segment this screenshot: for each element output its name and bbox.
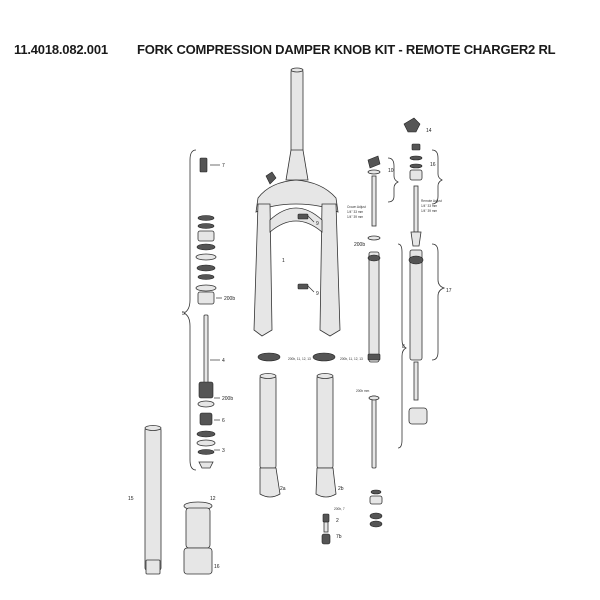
- left-damper-stack: [183, 149, 222, 471]
- part-number: 11.4018.082.001: [14, 42, 108, 57]
- callout-200b-mid: 200b: [354, 242, 365, 248]
- callout-200b-left: 200b: [224, 296, 235, 302]
- callout-labels: 7 5 200b 4 200b 6 3 9 9 1 200b, 11, 12, …: [128, 128, 452, 570]
- note-crown-adjust-line2: 1/4" 39 mm: [347, 215, 364, 219]
- callout-8: 8: [402, 344, 405, 350]
- note-remote-adjust-head: Remote Adjust: [421, 199, 442, 203]
- callout-200b-lower: 200b: [222, 396, 233, 402]
- title-bar: 11.4018.082.001 FORK COMPRESSION DAMPER …: [0, 0, 600, 60]
- callout-14: 14: [426, 128, 432, 134]
- callout-15: 15: [128, 496, 134, 502]
- bottom-tools: [144, 425, 213, 575]
- callout-200b-11-12-13-b: 200b, 11, 12, 13: [340, 357, 363, 361]
- callout-17: 17: [446, 288, 452, 294]
- fork-crown-steerer: [253, 67, 341, 362]
- callout-16: 16: [430, 162, 436, 168]
- note-crown-adjust-line1: 1/4" 33 mm: [347, 210, 364, 214]
- callout-16-tool: 16: [214, 564, 220, 570]
- callout-7: 7: [222, 163, 225, 169]
- callout-6: 6: [222, 418, 225, 424]
- note-crown-adjust-head: Crown Adjust: [347, 205, 366, 209]
- lower-legs: [259, 373, 337, 545]
- callout-5: 5: [182, 311, 185, 317]
- callout-3: 3: [222, 448, 225, 454]
- callout-10: 10: [388, 168, 394, 174]
- remote-damper-assembly: [403, 117, 446, 425]
- callout-2-bolt: 2: [336, 518, 339, 524]
- callout-200b-mm: 200b mm: [356, 389, 370, 393]
- callout-4: 4: [222, 358, 225, 364]
- callout-9-upper: 9: [316, 221, 319, 227]
- kit-title: FORK COMPRESSION DAMPER KNOB KIT - REMOT…: [137, 42, 556, 57]
- note-remote-adjust-line2: 1/4" 39 mm: [421, 209, 438, 213]
- callout-2b: 2b: [338, 486, 344, 492]
- callout-1: 1: [282, 258, 285, 264]
- callout-2a: 2a: [280, 486, 286, 492]
- note-remote-adjust-line1: 1/4" 33 mm: [421, 204, 438, 208]
- center-shaft-assembly: [367, 155, 407, 528]
- callout-9-lower: 9: [316, 291, 319, 297]
- callout-7b: 7b: [336, 534, 342, 540]
- callout-200b-7: 200b, 7: [334, 507, 345, 511]
- callout-200b-11-12-13-a: 200b, 11, 12, 13: [288, 357, 311, 361]
- callout-12: 12: [210, 496, 216, 502]
